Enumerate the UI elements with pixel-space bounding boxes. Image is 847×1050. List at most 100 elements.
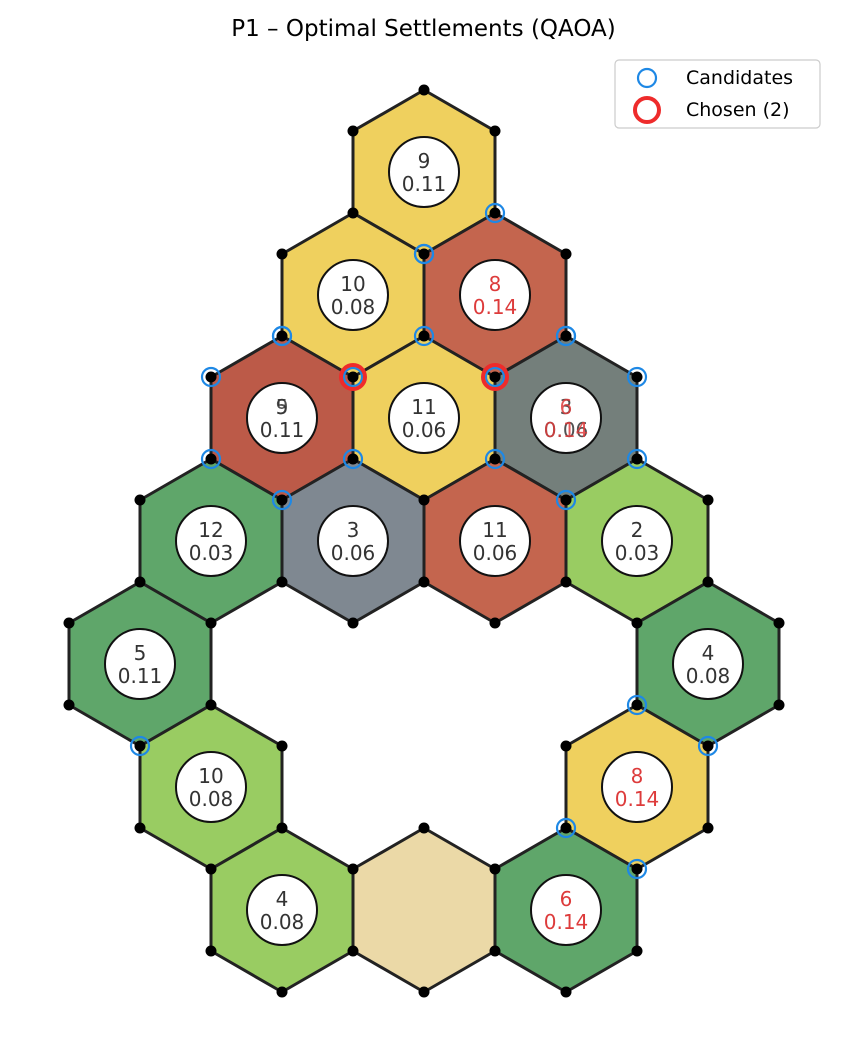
- vertex-dot: [418, 330, 430, 342]
- number-token-h15: 40.08: [246, 874, 318, 946]
- vertex-dot: [702, 740, 714, 752]
- vertex-dot: [560, 740, 572, 752]
- vertex-dot: [489, 945, 501, 957]
- vertex-dot: [489, 207, 501, 219]
- candidate-marker: [271, 489, 293, 511]
- candidate-marker: [626, 858, 648, 880]
- vertex-dot: [702, 576, 714, 588]
- chosen-markers: [339, 363, 509, 391]
- token-number: 10: [340, 272, 365, 296]
- vertex-dot: [418, 84, 430, 96]
- token-probability: 0.06: [473, 541, 518, 565]
- token-probability: 0.06: [331, 541, 376, 565]
- token-number: 5: [134, 641, 147, 665]
- candidate-marker: [555, 817, 577, 839]
- token-disc: [388, 382, 460, 454]
- vertex-dot: [631, 699, 643, 711]
- number-token-h10: 20.03: [601, 505, 673, 577]
- vertex-dot: [276, 740, 288, 752]
- vertex-dot: [134, 740, 146, 752]
- vertex-dot: [773, 617, 785, 629]
- candidate-marker: [342, 366, 364, 388]
- vertex-dot: [702, 822, 714, 834]
- vertex-dot: [418, 986, 430, 998]
- candidate-marker: [271, 325, 293, 347]
- token-disc: [317, 259, 389, 331]
- token-number: 3: [347, 518, 360, 542]
- token-probability: 0.03: [189, 541, 234, 565]
- token-number: 11: [411, 395, 436, 419]
- token-number: 9: [418, 149, 431, 173]
- number-token-h04: 950.11: [246, 382, 318, 454]
- vertex-dot: [205, 371, 217, 383]
- chosen-marker: [481, 363, 509, 391]
- vertex-dot: [347, 371, 359, 383]
- token-disc: [246, 874, 318, 946]
- candidate-marker: [697, 735, 719, 757]
- vertex-dot: [347, 207, 359, 219]
- vertex-dot: [134, 576, 146, 588]
- candidate-marker: [484, 366, 506, 388]
- token-disc: [601, 751, 673, 823]
- vertex-dot: [347, 617, 359, 629]
- token-probability: 0.14: [544, 910, 589, 934]
- token-probability: 0.08: [331, 295, 376, 319]
- token-disc: [104, 628, 176, 700]
- token-disc: [175, 505, 247, 577]
- token-number: 3: [560, 395, 573, 419]
- candidate-marker: [484, 202, 506, 224]
- token-number: 12: [198, 518, 223, 542]
- vertex-dot: [205, 863, 217, 875]
- vertex-dot: [631, 945, 643, 957]
- token-disc: [530, 382, 602, 454]
- vertex-dot: [773, 699, 785, 711]
- candidate-marker: [626, 448, 648, 470]
- token-disc: [246, 382, 318, 454]
- token-number: 4: [702, 641, 715, 665]
- vertex-dot: [134, 822, 146, 834]
- vertex-dot: [560, 822, 572, 834]
- vertex-dot: [347, 863, 359, 875]
- token-number: 4: [276, 887, 289, 911]
- token-disc: [672, 628, 744, 700]
- number-token-h02: 100.08: [317, 259, 389, 331]
- candidate-marker: [342, 448, 364, 470]
- vertex-dot: [205, 617, 217, 629]
- token-disc: [317, 505, 389, 577]
- number-token-h14: 80.14: [601, 751, 673, 823]
- vertex-dot: [276, 822, 288, 834]
- token-probability: 0.14: [615, 787, 660, 811]
- vertex-dot: [205, 453, 217, 465]
- candidate-marker: [484, 448, 506, 470]
- token-probability: 0.14: [544, 418, 589, 442]
- vertex-dot: [418, 576, 430, 588]
- vertex-dot: [489, 863, 501, 875]
- vertex-dot: [631, 371, 643, 383]
- token-probability: 0.06: [402, 418, 447, 442]
- token-number: 6: [560, 395, 573, 419]
- token-number: 11: [482, 518, 507, 542]
- token-number: 5: [276, 395, 289, 419]
- number-token-h05: 110.06: [388, 382, 460, 454]
- number-token-h06: 360.060.14: [530, 382, 602, 454]
- vertex-dot: [347, 453, 359, 465]
- vertex-dot: [418, 494, 430, 506]
- vertex-dot: [276, 494, 288, 506]
- figure-title: P1 – Optimal Settlements (QAOA): [231, 16, 616, 42]
- number-token-h11: 50.11: [104, 628, 176, 700]
- candidate-markers: [129, 202, 719, 880]
- vertex-dot: [489, 125, 501, 137]
- chosen-marker: [339, 363, 367, 391]
- token-probability: 0.11: [402, 172, 447, 196]
- token-probability: 0.14: [473, 295, 518, 319]
- token-disc: [388, 136, 460, 208]
- token-probability: 0.08: [189, 787, 234, 811]
- token-probability: 0.06: [544, 418, 589, 442]
- vertex-dot: [631, 863, 643, 875]
- token-probability: 0.08: [686, 664, 731, 688]
- legend-box: [614, 59, 821, 129]
- vertex-dot: [631, 453, 643, 465]
- vertex-dot: [489, 371, 501, 383]
- vertex-dot: [560, 986, 572, 998]
- vertex-dot: [702, 494, 714, 506]
